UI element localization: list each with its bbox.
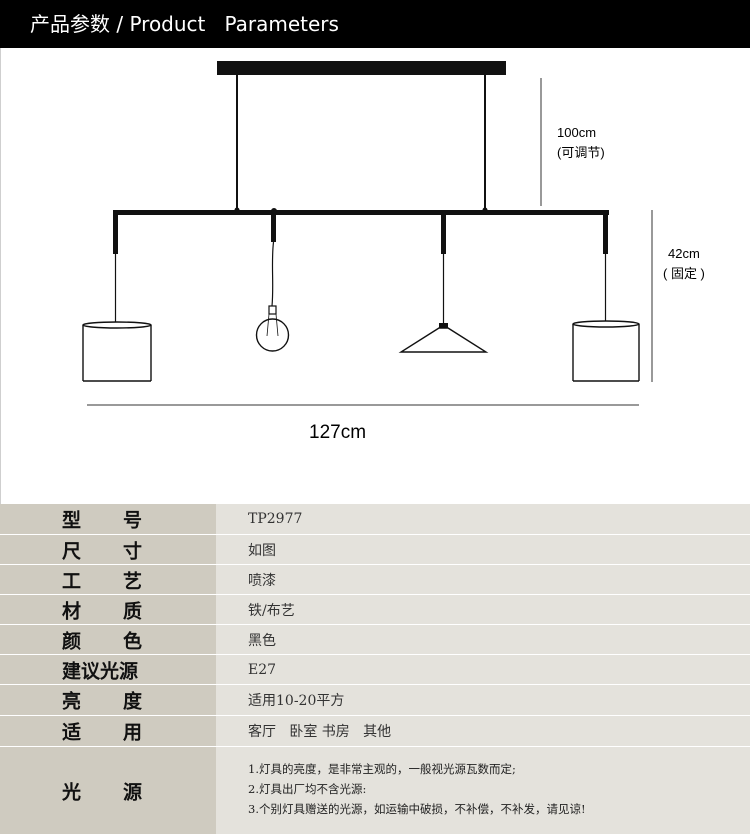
spec-key: 色: [122, 630, 142, 652]
spec-row-size: 尺 寸 如图: [0, 535, 750, 565]
spec-value: 黑色: [248, 632, 276, 649]
spec-row-craft: 工 艺 喷漆: [0, 565, 750, 595]
light-source-notes: 1.灯具的亮度，是非常主观的，一般视光源瓦数而定; 2.灯具出厂均不含光源: 3…: [248, 759, 586, 819]
spec-value: E27: [248, 661, 277, 678]
ceiling-canopy: [217, 61, 506, 75]
spec-key: 寸: [122, 540, 142, 562]
note-line: 1.灯具的亮度，是非常主观的，一般视光源瓦数而定;: [248, 762, 516, 776]
spec-key: 质: [122, 600, 142, 622]
spec-key: 尺: [62, 540, 82, 562]
spec-key: 艺: [122, 570, 142, 592]
height-dimension-note: (可调节): [557, 145, 605, 160]
width-dimension-label: 127cm: [309, 422, 367, 443]
spec-value: 如图: [248, 542, 276, 559]
spec-key: 材: [62, 600, 82, 622]
spec-key: 工: [62, 570, 82, 592]
spec-row-model: 型 号 TP2977: [0, 504, 750, 535]
note-line: 2.灯具出厂均不含光源:: [248, 782, 367, 796]
spec-key: 适: [62, 721, 82, 744]
spec-key: 颜: [62, 630, 82, 652]
page-title: 产品参数 / Product Parameters: [30, 12, 339, 36]
spec-key: 用: [122, 721, 142, 744]
spec-value: 客厅 卧室 书房 其他: [248, 724, 392, 740]
spec-key: 型: [62, 509, 82, 532]
spec-value: 铁/布艺: [248, 602, 295, 619]
spec-row-material: 材 质 铁/布艺: [0, 595, 750, 625]
header-bar: 产品参数 / Product Parameters: [0, 0, 750, 48]
spec-key: 亮: [62, 690, 82, 713]
spec-row-color: 颜 色 黑色: [0, 625, 750, 655]
spec-row-light-source-suggested: 建议光源 E27: [0, 655, 750, 685]
spec-key: 源: [122, 781, 142, 803]
note-line: 3.个别灯具赠送的光源，如运输中破损，不补偿，不补发，请见谅!: [248, 802, 586, 816]
spec-key: 号: [122, 509, 142, 532]
spec-value: TP2977: [248, 511, 303, 527]
horizontal-bar: [113, 210, 609, 215]
product-diagram: 100cm (可调节) 42cm ( 固定 ) 127cm: [0, 48, 750, 504]
spec-row-usage: 适 用 客厅 卧室 书房 其他: [0, 716, 750, 747]
spec-value: 适用10-20平方: [248, 693, 345, 709]
spec-value: 喷漆: [248, 572, 276, 589]
height-dimension-label: 100cm: [557, 125, 597, 140]
drop-dimension-label: 42cm: [668, 246, 700, 261]
spec-row-light-source: 光 源 1.灯具的亮度，是非常主观的，一般视光源瓦数而定; 2.灯具出厂均不含光源…: [0, 747, 750, 834]
spec-key: 光: [62, 781, 82, 803]
spec-table: 型 号 TP2977 尺 寸 如图 工 艺 喷漆 材 质 铁/布艺 颜 色 黑色 建议光源…: [0, 504, 750, 834]
spec-key: 建议光源: [62, 660, 139, 682]
spec-row-brightness: 亮 度 适用10-20平方: [0, 685, 750, 716]
lamp-illustration: [82, 61, 653, 406]
spec-key: 度: [122, 690, 142, 713]
drop-dimension-note: ( 固定 ): [663, 266, 705, 281]
